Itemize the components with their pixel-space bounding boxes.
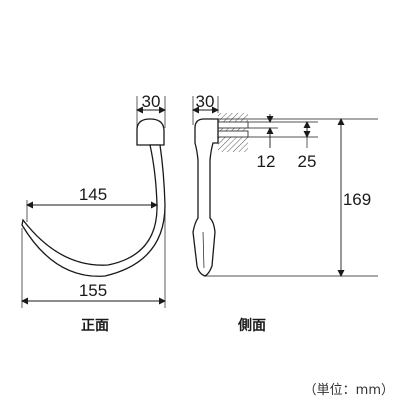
side-dim12-label: 12 <box>257 152 276 171</box>
side-dim169-label: 169 <box>343 190 371 209</box>
side-hook-center-line <box>202 231 205 269</box>
mount-slot-upper <box>217 121 249 129</box>
side-view: 30 12 25 169 側面 <box>192 92 378 334</box>
side-view-label: 側面 <box>237 317 266 334</box>
front-hook-body <box>21 144 166 277</box>
front-mount-cap <box>136 118 165 146</box>
side-dim25-label: 25 <box>298 152 317 171</box>
front-dim145-label: 145 <box>79 185 107 204</box>
mount-slot-lower <box>217 130 249 138</box>
unit-note: （単位：mm） <box>304 382 394 398</box>
front-dim30-label: 30 <box>142 92 161 111</box>
side-dim30-label: 30 <box>196 92 215 111</box>
side-hook-profile <box>192 118 219 277</box>
front-dim155-label: 155 <box>79 281 107 300</box>
front-view-label: 正面 <box>81 318 109 334</box>
front-view: 30 145 155 正面 <box>21 92 166 334</box>
